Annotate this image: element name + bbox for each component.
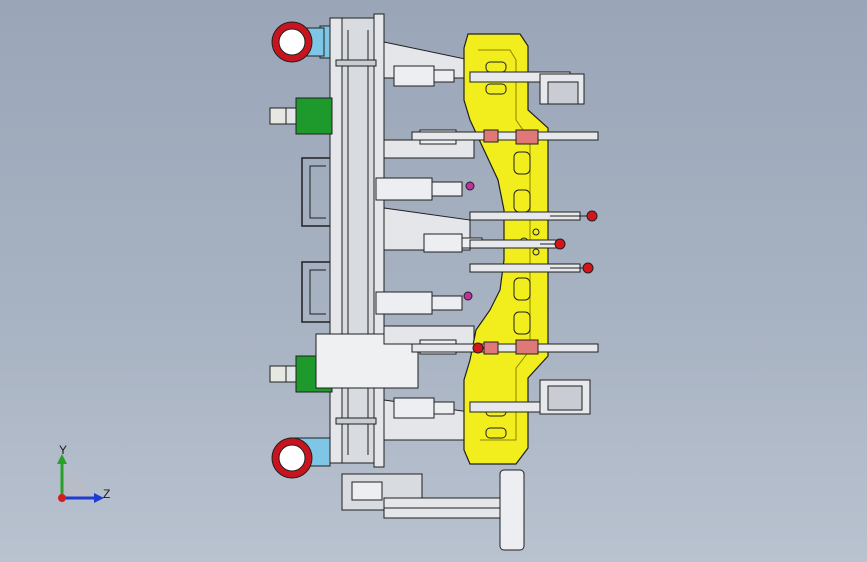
handwheel-assembly[interactable] [341,469,525,551]
clamp-arms[interactable] [411,71,599,415]
locating-pins[interactable] [463,181,475,301]
y-axis-label: Y [59,443,67,457]
locator-knobs[interactable] [472,210,598,354]
z-axis-label: Z [103,487,110,501]
yellow-workpiece[interactable] [463,33,549,465]
x-axis-dot [58,494,66,502]
coordinate-triad: Y Z [57,443,110,503]
support-brackets[interactable] [383,41,475,441]
clamp-pads[interactable] [483,129,539,355]
z-axis-arrowhead [94,493,104,503]
base-frame[interactable] [329,13,385,468]
control-box[interactable] [315,333,419,389]
caster-wheel-bottom[interactable] [271,437,331,479]
y-axis-arrowhead [57,454,67,464]
caster-wheel-top[interactable] [271,21,331,63]
handle-brackets[interactable] [301,157,330,323]
toggle-clamp-top[interactable] [269,97,333,135]
